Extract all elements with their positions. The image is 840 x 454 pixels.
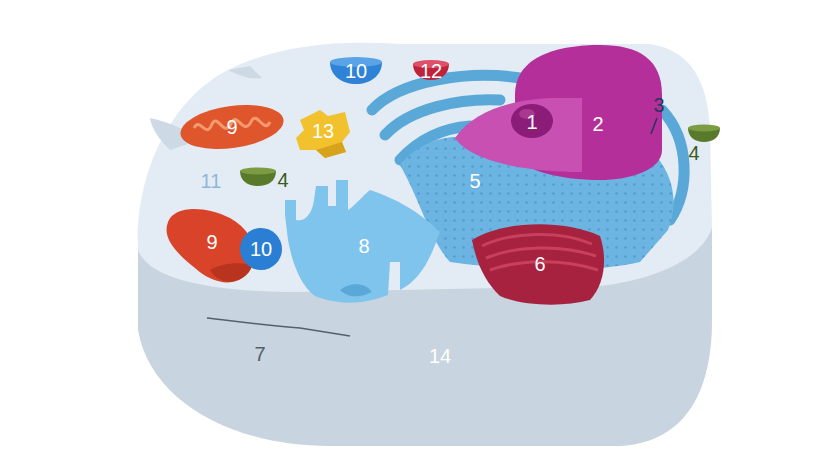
cytoskeleton-piece xyxy=(296,110,350,158)
lysosome xyxy=(240,228,282,270)
centrosome-top xyxy=(240,168,276,175)
callout-number: 6 xyxy=(534,254,545,274)
callout-number: 14 xyxy=(429,346,451,366)
callout-number: 13 xyxy=(312,121,334,141)
callout-number: 8 xyxy=(358,236,369,256)
centrosome-top xyxy=(688,125,720,132)
callout-number: 10 xyxy=(250,239,272,259)
cytoskeleton-shade xyxy=(316,142,346,158)
callout-number: 12 xyxy=(420,61,442,81)
callout-number: 9 xyxy=(206,232,217,252)
mitochondrion-shade xyxy=(210,263,252,281)
mitochondrion xyxy=(178,99,287,155)
vesicle-organelle xyxy=(285,180,440,303)
callout-number: 1 xyxy=(526,112,537,132)
callout-number: 11 xyxy=(201,171,222,191)
callout-number: 4 xyxy=(277,170,288,190)
vesicle-shade xyxy=(340,284,372,296)
microtubule-line xyxy=(207,318,350,336)
callout-number: 9 xyxy=(226,117,237,137)
golgi-apparatus xyxy=(472,224,604,304)
cut-notch xyxy=(228,66,262,79)
callout-number: 3 xyxy=(653,95,664,115)
leader-line xyxy=(651,118,657,134)
callout-number: 2 xyxy=(592,114,603,134)
callout-number: 5 xyxy=(469,171,480,191)
callout-number: 7 xyxy=(254,344,265,364)
callout-number: 10 xyxy=(345,61,367,81)
nucleus-cut-face xyxy=(455,98,582,172)
callout-number: 4 xyxy=(688,143,699,163)
nucleolus xyxy=(511,104,553,138)
